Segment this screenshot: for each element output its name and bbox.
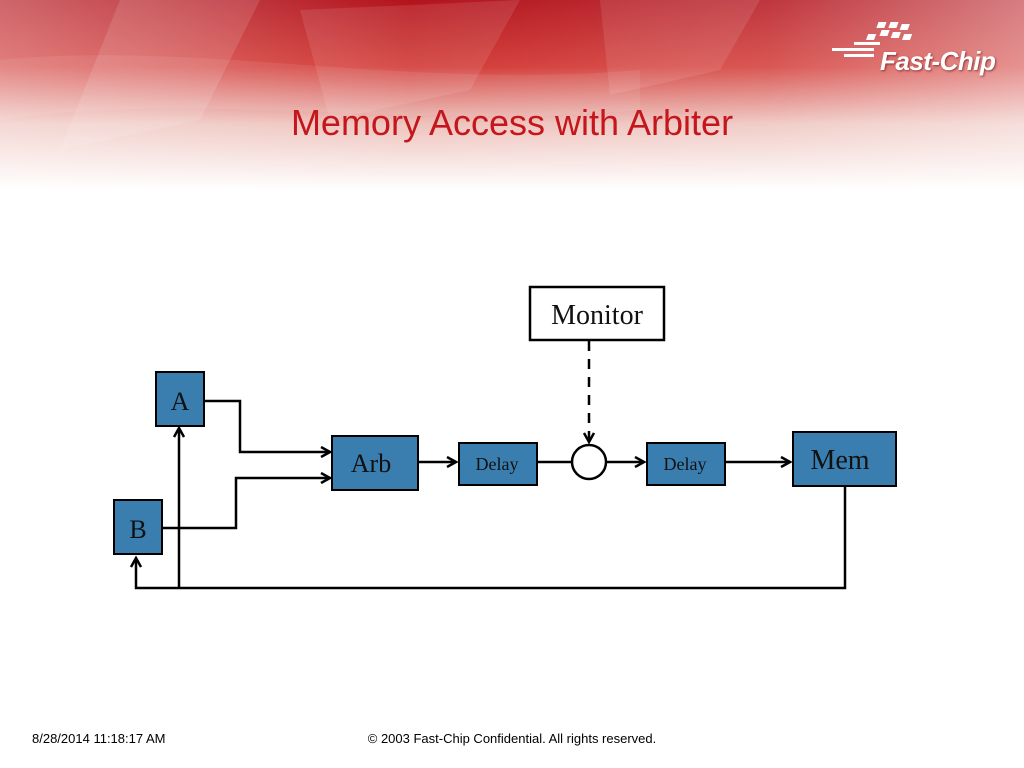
block-delay-1: Delay [458,442,538,486]
block-delay-2-label: Delay [664,454,707,474]
line-a-to-arb [205,399,330,452]
footer-copyright: © 2003 Fast-Chip Confidential. All right… [367,731,657,746]
line-b-to-arb [162,478,330,530]
block-arb-label: Arb [351,449,391,478]
block-arb: Arb [331,435,419,491]
block-monitor-label: Monitor [551,300,643,331]
connection-lines [136,341,847,590]
block-delay-2: Delay [646,442,726,486]
block-mem: Mem [792,431,897,487]
fast-chip-logo [832,22,913,57]
block-b: B [113,499,163,555]
footer-date: 8/28/2014 11:18:17 AM [32,731,166,746]
logo-text: Fast-Chip [880,46,996,76]
line-mem-return [136,487,847,590]
block-b-label: B [129,515,146,544]
header-banner [0,0,1024,190]
monitor-point-circle [570,443,608,481]
block-delay-1-label: Delay [476,454,519,474]
block-a: A [155,371,205,427]
block-monitor: Monitor [528,285,666,342]
slide-title: Memory Access with Arbiter [290,102,734,143]
block-mem-label: Mem [810,445,869,476]
block-a-label: A [171,387,190,416]
